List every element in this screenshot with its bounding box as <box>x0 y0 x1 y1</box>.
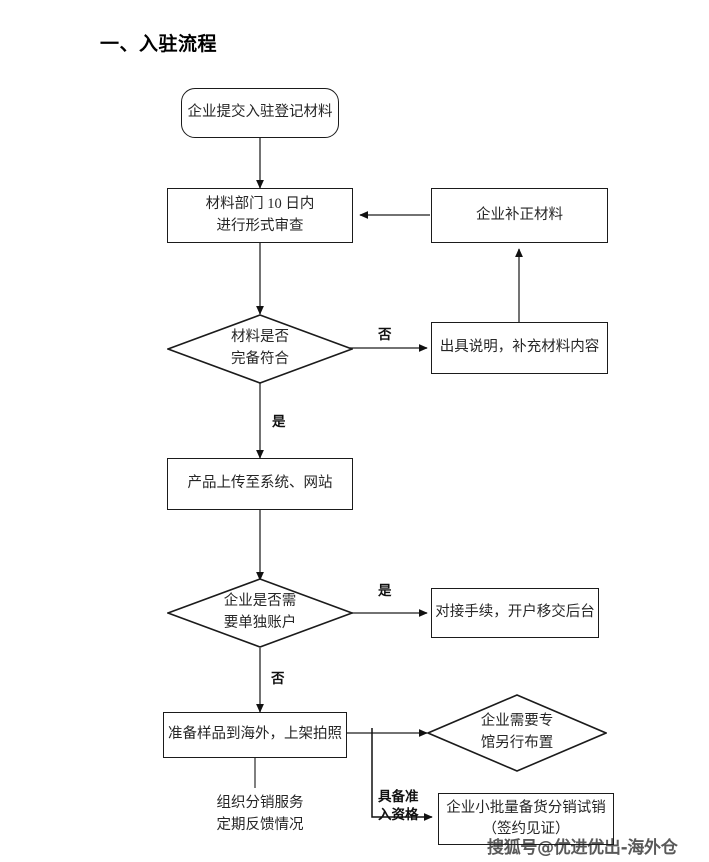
edge-label-yes-account: 是 <box>378 583 392 598</box>
watermark: 搜狐号@优进优出-海外仓 <box>487 838 678 858</box>
text-distribution-note: 组织分销服务 定期反馈情况 <box>205 793 315 837</box>
node-upload-products-label: 产品上传至系统、网站 <box>187 475 333 492</box>
node-trial-sales-line1: 企业小批量备货分销试销 <box>446 799 606 816</box>
node-handover-label: 对接手续，开户移交后台 <box>435 604 595 621</box>
node-prepare-samples[interactable]: 准备样品到海外，上架拍照 <box>163 712 347 758</box>
node-upload-products[interactable]: 产品上传至系统、网站 <box>167 458 353 510</box>
page-title: 一、入驻流程 <box>100 34 218 55</box>
node-issue-explanation-label: 出具说明，补充材料内容 <box>439 339 600 356</box>
edge-label-qualified: 具备准 入资格 <box>378 788 419 824</box>
diamond-shape <box>427 694 607 772</box>
node-trial-sales-line2: （签约见证） <box>482 821 570 837</box>
node-account-decision[interactable]: 企业是否需 要单独账户 <box>167 578 353 648</box>
node-formal-review[interactable]: 材料部门 10 日内 进行形式审查 <box>167 188 353 243</box>
node-materials-decision[interactable]: 材料是否 完备符合 <box>167 314 353 384</box>
node-company-correction[interactable]: 企业补正材料 <box>431 188 608 243</box>
node-pavilion-decision[interactable]: 企业需要专 馆另行布置 <box>427 694 607 772</box>
node-trial-sales[interactable]: 企业小批量备货分销试销 （签约见证） <box>438 793 614 845</box>
node-materials-decision-line2: 完备符合 <box>231 351 289 367</box>
node-formal-review-line1: 材料部门 10 日内 <box>205 196 315 213</box>
node-issue-explanation[interactable]: 出具说明，补充材料内容 <box>431 322 608 374</box>
edge-label-no-materials: 否 <box>378 327 392 342</box>
node-account-decision-line2: 要单独账户 <box>223 615 297 631</box>
edge-label-yes-materials: 是 <box>272 414 286 429</box>
node-handover[interactable]: 对接手续，开户移交后台 <box>431 588 599 638</box>
node-prepare-samples-label: 准备样品到海外，上架拍照 <box>168 726 342 743</box>
node-pavilion-decision-line2: 馆另行布置 <box>480 735 554 751</box>
node-submit-materials-label: 企业提交入驻登记材料 <box>187 104 333 121</box>
diamond-shape <box>167 314 353 384</box>
text-distribution-note-line1: 组织分销服务 <box>216 795 304 811</box>
node-materials-decision-line1: 材料是否 <box>231 329 289 346</box>
node-account-decision-line1: 企业是否需 <box>223 593 297 610</box>
edge-label-qualified-line2: 入资格 <box>378 807 419 823</box>
node-formal-review-line2: 进行形式审查 <box>216 217 304 234</box>
diamond-shape <box>167 578 353 648</box>
node-company-correction-label: 企业补正材料 <box>476 206 563 223</box>
node-submit-materials[interactable]: 企业提交入驻登记材料 <box>181 88 339 138</box>
edge-label-no-account: 否 <box>271 671 285 686</box>
edge-label-qualified-line1: 具备准 <box>378 789 419 804</box>
node-pavilion-decision-line1: 企业需要专 <box>480 713 554 730</box>
text-distribution-note-line2: 定期反馈情况 <box>216 816 304 833</box>
